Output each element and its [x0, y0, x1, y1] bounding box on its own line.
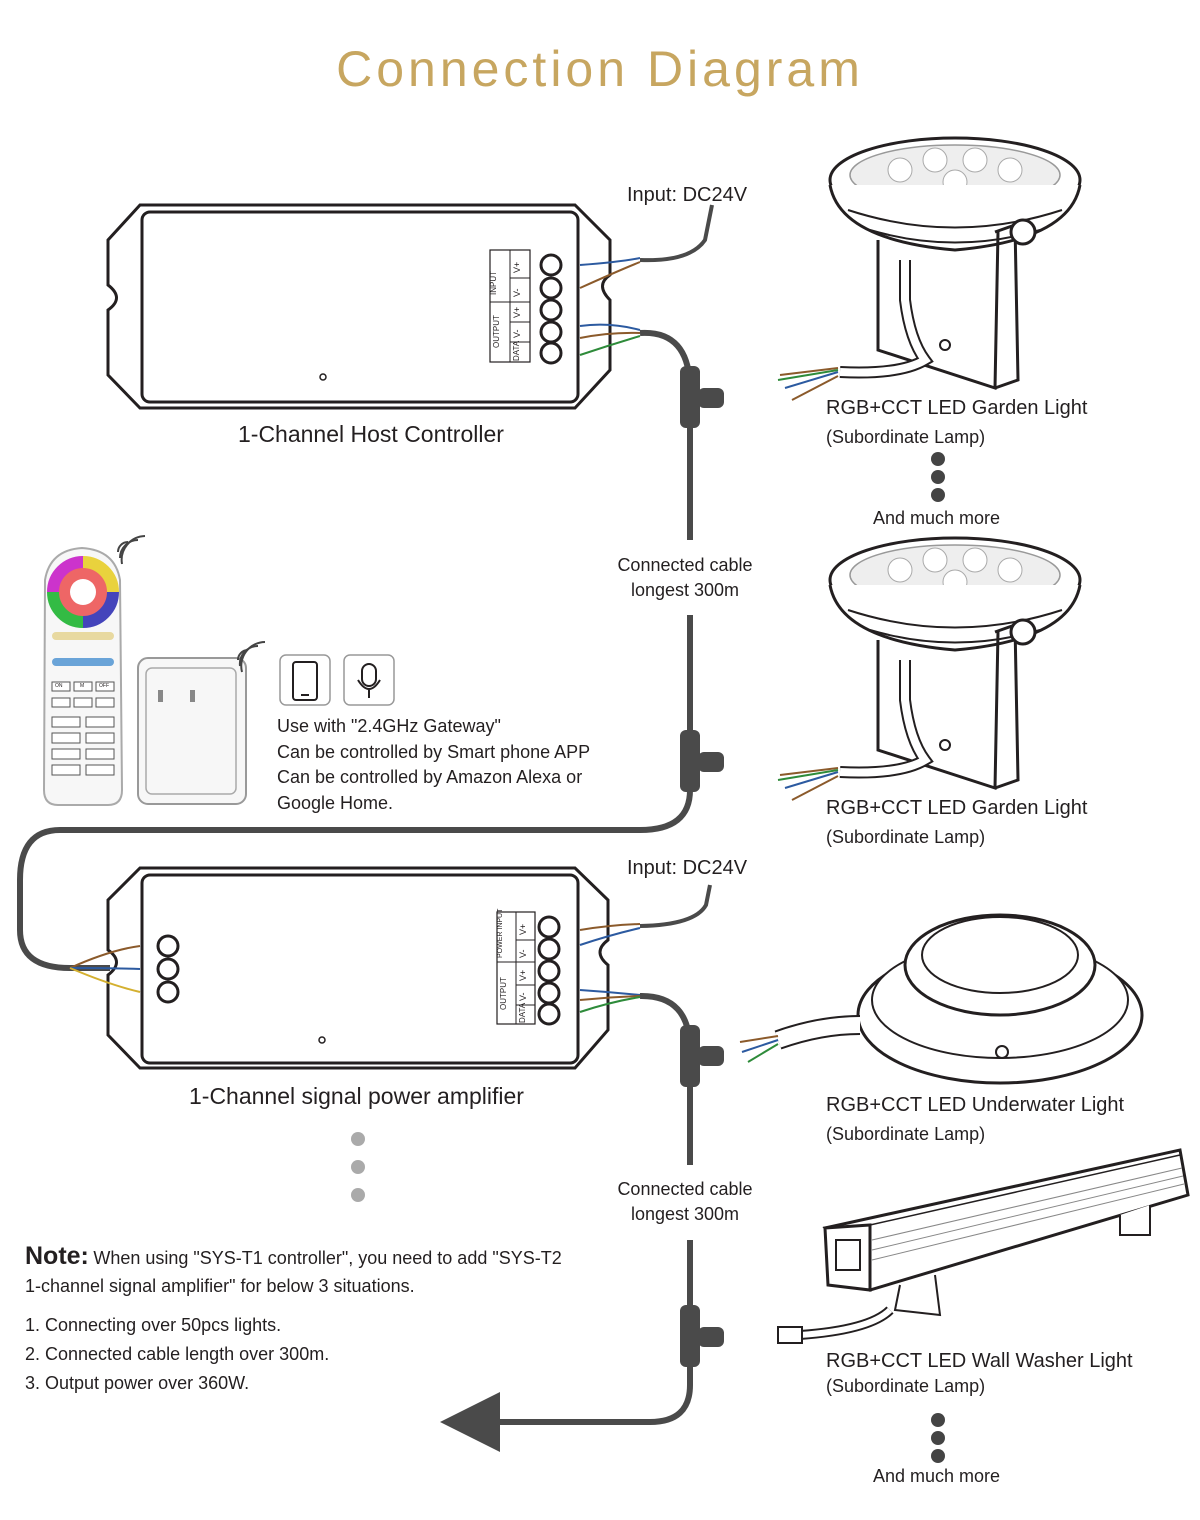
lamp-3-name: RGB+CCT LED Underwater Light: [826, 1094, 1125, 1116]
amp-terminal-label-output: OUTPUT: [499, 977, 508, 1010]
gateway-line-2: Can be controlled by Smart phone APP: [277, 742, 591, 762]
lamp-1-sub: (Subordinate Lamp): [826, 427, 986, 447]
amplifier-box: [69, 866, 712, 1070]
gateway-line-4: Google Home.: [277, 793, 394, 813]
lamp-3-sub: (Subordinate Lamp): [826, 1124, 986, 1144]
cable-top-line2: longest 300m: [630, 580, 740, 600]
dots-middle: [351, 1132, 365, 1202]
note-line-1: When using "SYS-T1 controller", you need…: [93, 1248, 562, 1268]
note-line-2: 1-channel signal amplifier" for below 3 …: [25, 1276, 415, 1296]
host-terminal-label-data: DATA: [512, 340, 521, 361]
host-input-label: Input: DC24V: [627, 184, 748, 206]
gateway-line-1: Use with "2.4GHz Gateway": [277, 716, 501, 736]
note-item-3: 3. Output power over 360W.: [25, 1373, 250, 1393]
remote-button-m: M: [80, 683, 85, 689]
remote-button-on: ON: [55, 683, 63, 689]
amp-terminal-label-data: DATA: [518, 1002, 527, 1023]
underwater-light-illustration: [739, 913, 1144, 1085]
host-terminal-label-vplus-in: V+: [512, 261, 522, 273]
note-block: Note: When using "SYS-T1 controller", yo…: [25, 1242, 562, 1271]
amp-terminal-label-power-input: POWER INPUT: [497, 908, 504, 958]
host-terminal-label-vminus-out: V-: [512, 329, 522, 338]
host-terminal-label-vminus-in: V-: [512, 288, 522, 297]
lamp-1-name: RGB+CCT LED Garden Light: [826, 397, 1088, 419]
cable-bottom-line2: longest 300m: [630, 1204, 740, 1224]
amplifier-input-label: Input: DC24V: [627, 857, 748, 879]
gateway-illustration: [137, 641, 266, 805]
remote-button-off: OFF: [99, 683, 109, 689]
more-bottom-label: And much more: [873, 1466, 1001, 1486]
garden-light-2-illustration: [777, 536, 1082, 801]
smartphone-icon: [279, 654, 331, 706]
lamp-4-name: RGB+CCT LED Wall Washer Light: [826, 1350, 1133, 1372]
host-terminal-label-output: OUTPUT: [492, 315, 501, 348]
host-controller-box: [106, 203, 714, 410]
host-controller-label: 1-Channel Host Controller: [238, 421, 504, 447]
amp-terminal-label-vplus-in: V+: [518, 923, 528, 935]
garden-light-1-illustration: [777, 136, 1082, 401]
lamp-2-name: RGB+CCT LED Garden Light: [826, 797, 1088, 819]
note-item-2: 2. Connected cable length over 300m.: [25, 1344, 330, 1364]
dots-top: [931, 452, 945, 502]
cable-bottom-line1: Connected cable: [617, 1179, 753, 1199]
lamp-4-sub: (Subordinate Lamp): [826, 1376, 986, 1396]
gateway-line-3: Can be controlled by Amazon Alexa or: [277, 767, 583, 787]
amplifier-label: 1-Channel signal power amplifier: [189, 1083, 524, 1109]
remote-control-illustration: [42, 535, 146, 806]
wall-washer-illustration: [777, 1148, 1190, 1344]
microphone-icon: [343, 654, 395, 706]
dots-bottom: [931, 1413, 945, 1463]
note-head: Note:: [25, 1242, 89, 1270]
amp-terminal-label-vplus-out: V+: [518, 969, 528, 981]
note-item-1: 1. Connecting over 50pcs lights.: [25, 1315, 282, 1335]
lamp-2-sub: (Subordinate Lamp): [826, 827, 986, 847]
host-terminal-label-vplus-out: V+: [512, 306, 522, 318]
host-terminal-label-input: INPUT: [489, 271, 498, 295]
amp-terminal-label-vminus-out: V-: [518, 992, 528, 1001]
page-title: Connection Diagram: [336, 41, 864, 97]
cable-top-line1: Connected cable: [617, 555, 753, 575]
amp-terminal-label-vminus-in: V-: [518, 949, 528, 958]
more-top-label: And much more: [873, 508, 1001, 528]
